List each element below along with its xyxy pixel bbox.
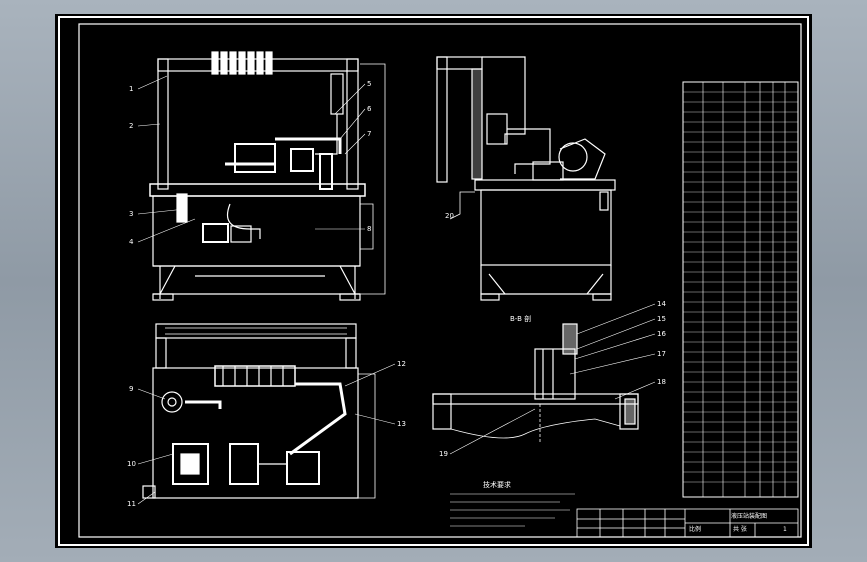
front-view-leaders xyxy=(137,75,366,243)
callout-number: 9 xyxy=(129,385,134,393)
callout-number: 14 xyxy=(657,300,666,308)
drawing-sheet xyxy=(58,16,809,546)
technical-notes-lines xyxy=(450,493,575,527)
callout-number: 19 xyxy=(439,450,448,458)
cad-viewport[interactable]: 技术要求 B-B 剖 液压站装配图 比例 共 张 1 1 2 3 4 5 6 7… xyxy=(55,14,812,548)
drawing-name: 液压站装配图 xyxy=(731,513,768,520)
callout-number: 8 xyxy=(367,225,372,233)
callout-number: 4 xyxy=(129,238,134,246)
section-view-leaders xyxy=(449,303,656,455)
outer-border xyxy=(58,16,809,546)
callout-number: 7 xyxy=(367,130,372,138)
top-view-leaders xyxy=(137,363,396,505)
callout-number: 18 xyxy=(657,378,666,386)
side-view xyxy=(436,56,616,301)
callout-number: 16 xyxy=(657,330,666,338)
top-view xyxy=(142,323,376,499)
sheet-number: 1 xyxy=(783,526,787,533)
callout-number: 3 xyxy=(129,210,134,218)
inner-border xyxy=(78,23,802,538)
callout-number: 11 xyxy=(127,500,136,508)
callout-number: 2 xyxy=(129,122,134,130)
callout-number: 5 xyxy=(367,80,372,88)
callout-number: 20 xyxy=(445,212,454,220)
callout-number: 6 xyxy=(367,105,372,113)
section-view-label: B-B 剖 xyxy=(510,315,532,323)
callout-number: 1 xyxy=(129,85,134,93)
title-block xyxy=(576,508,799,538)
scale-label: 比例 xyxy=(689,526,702,533)
callout-number: 10 xyxy=(127,460,136,468)
front-view-fins xyxy=(211,51,273,75)
section-view xyxy=(432,323,639,444)
sheet-label: 共 张 xyxy=(733,526,747,533)
parts-list xyxy=(682,81,799,498)
callout-number: 17 xyxy=(657,350,666,358)
front-view xyxy=(149,51,386,301)
callout-number: 15 xyxy=(657,315,666,323)
callout-number: 13 xyxy=(397,420,406,428)
callout-number: 12 xyxy=(397,360,406,368)
technical-notes-title: 技术要求 xyxy=(483,481,511,489)
